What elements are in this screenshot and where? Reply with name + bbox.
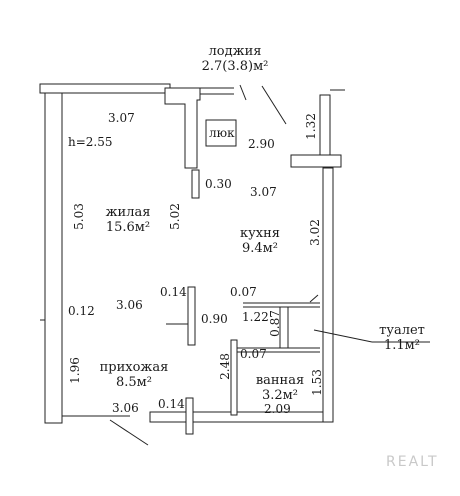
living-area: 15.6м² xyxy=(105,220,151,235)
room-label-hall: прихожая 8.5м² xyxy=(94,360,174,390)
room-label-loggia: лоджия 2.7(3.8)м² xyxy=(190,44,280,74)
partition-bath xyxy=(230,339,238,416)
niche xyxy=(191,169,200,199)
dim-toilet-width: 1.22 xyxy=(242,310,269,324)
hall-area: 8.5м² xyxy=(116,375,152,390)
partition-bottom xyxy=(185,397,194,435)
wall-bottom xyxy=(149,411,333,423)
dim-top-living: 3.07 xyxy=(108,111,135,125)
toilet-area: 1.1м² xyxy=(384,338,420,353)
dim-bath-width: 2.09 xyxy=(264,402,291,416)
wall-loggia-right xyxy=(319,94,331,156)
pillar-top xyxy=(164,87,201,169)
dim-loggia-depth: 1.32 xyxy=(303,113,318,140)
bath-name: ванная xyxy=(255,373,305,388)
partition-hall xyxy=(187,286,196,346)
toilet-name: туалет xyxy=(379,323,425,338)
watermark: REALT xyxy=(386,454,439,470)
hatch-box xyxy=(205,119,237,147)
room-label-bath: ванная 3.2м² xyxy=(252,373,308,403)
dim-kitchen-top: 3.07 xyxy=(250,185,277,199)
dim-hall-width: 3.06 xyxy=(116,298,143,312)
dim-bottom-hall: 3.06 xyxy=(112,401,139,415)
dim-hatch-width: 2.90 xyxy=(248,137,275,151)
wall-top-left xyxy=(39,83,171,94)
wall-kitchen-top xyxy=(290,154,342,168)
dim-door: 0.90 xyxy=(201,312,228,326)
dim-bath-partition: 0.07 xyxy=(240,347,267,361)
dim-living-right: 5.02 xyxy=(167,203,182,230)
dim-pillar-left: 0.14 xyxy=(160,285,187,299)
hatch-label: люк xyxy=(209,126,235,140)
wall-left xyxy=(44,92,63,424)
dim-pillar-right: 0.07 xyxy=(230,285,257,299)
dim-toilet-depth: 0.87 xyxy=(267,310,282,337)
dim-bottom-pillar: 0.14 xyxy=(158,397,185,411)
loggia-name: лоджия xyxy=(208,44,262,59)
ceiling-height: h=2.55 xyxy=(68,135,113,149)
dim-left-living: 5.03 xyxy=(71,203,86,230)
dim-kitchen-right: 3.02 xyxy=(307,219,322,246)
dim-left-small: 0.12 xyxy=(68,304,95,318)
loggia-area: 2.7(3.8)м² xyxy=(201,59,269,74)
dim-bath-right: 1.53 xyxy=(309,369,324,396)
room-label-toilet: туалет 1.1м² xyxy=(372,323,432,353)
room-label-kitchen: кухня 9.4м² xyxy=(232,226,288,256)
hall-name: прихожая xyxy=(99,360,169,375)
bath-area: 3.2м² xyxy=(262,388,298,403)
kitchen-name: кухня xyxy=(240,226,280,241)
kitchen-area: 9.4м² xyxy=(242,241,278,256)
dim-left-hall: 1.96 xyxy=(67,357,82,384)
wall-right xyxy=(322,167,334,423)
dim-bath-left: 2.48 xyxy=(217,353,232,380)
dim-niche: 0.30 xyxy=(205,177,232,191)
room-label-living: жилая 15.6м² xyxy=(98,205,158,235)
living-name: жилая xyxy=(105,205,151,220)
